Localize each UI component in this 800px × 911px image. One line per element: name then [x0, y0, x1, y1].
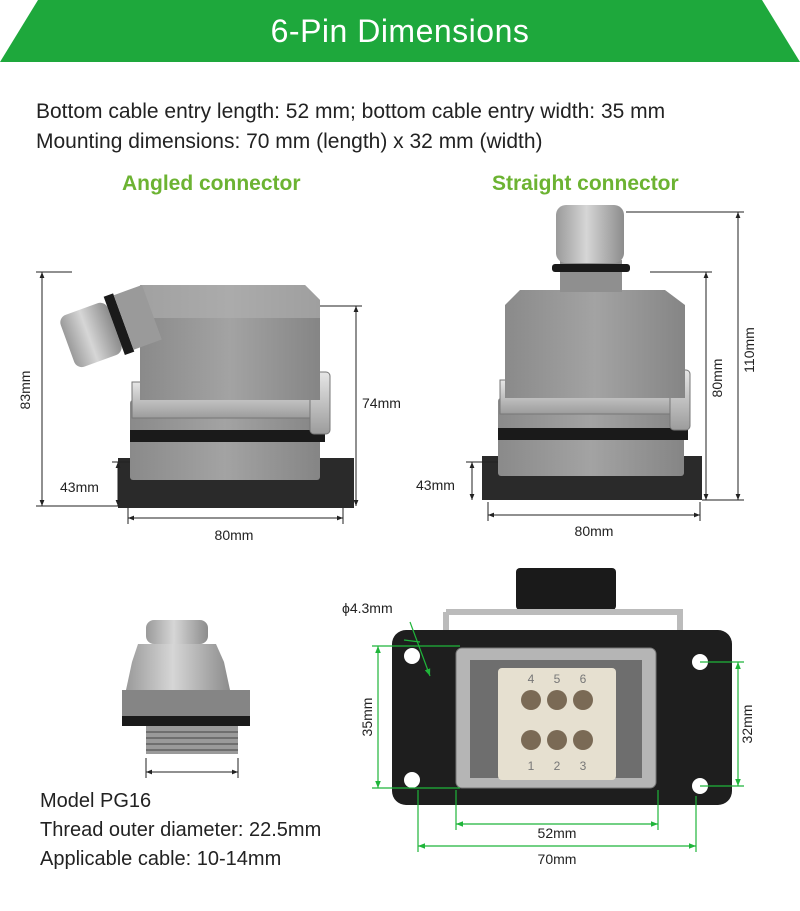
mount-width-label: 32mm — [739, 705, 755, 744]
mount-hole-bl — [404, 772, 420, 788]
angled-gland-image — [60, 284, 162, 368]
intro-line-mounting: Mounting dimensions: 70 mm (length) x 32… — [36, 130, 543, 153]
straight-height-total: 110mm — [741, 327, 757, 373]
pin-label-6: 6 — [580, 672, 587, 686]
gland-thread-diameter: Thread outer diameter: 22.5mm — [40, 819, 322, 841]
mount-length-label: 70mm — [538, 851, 577, 867]
angled-width: 80mm — [215, 527, 254, 543]
straight-width: 80mm — [575, 523, 614, 539]
mount-hole-tl — [404, 648, 420, 664]
pin-label-4: 4 — [528, 672, 535, 686]
straight-height-base: 43mm — [416, 477, 455, 493]
straight-connector-title: Straight connector — [492, 172, 679, 195]
intro-line-entry: Bottom cable entry length: 52 mm; bottom… — [36, 100, 666, 123]
angled-height-base: 43mm — [60, 479, 99, 495]
page-title: 6-Pin Dimensions — [270, 12, 530, 49]
header-banner: 6-Pin Dimensions — [0, 0, 800, 62]
cable-gland-image — [122, 620, 250, 754]
pin-label-3: 3 — [580, 759, 587, 773]
straight-height-body: 80mm — [709, 359, 725, 398]
mount-hole-diameter: ϕ4.3mm — [342, 600, 393, 616]
angled-height-side: 74mm — [362, 395, 401, 411]
straight-hood — [505, 290, 685, 398]
angled-connector-title: Angled connector — [122, 172, 301, 195]
gland-applicable-cable: Applicable cable: 10-14mm — [40, 848, 282, 870]
cutout-length-label: 52mm — [538, 825, 577, 841]
pin-label-1: 1 — [528, 759, 535, 773]
straight-connector-image — [482, 205, 702, 500]
cutout-width-label: 35mm — [359, 698, 375, 737]
angled-height-total: 83mm — [17, 371, 33, 410]
gland-model: Model PG16 — [40, 790, 152, 812]
pin-label-5: 5 — [554, 672, 561, 686]
bottom-view-image — [392, 568, 732, 805]
straight-gland-image — [556, 205, 624, 263]
pin-label-2: 2 — [554, 759, 561, 773]
angled-connector-image — [60, 284, 354, 508]
